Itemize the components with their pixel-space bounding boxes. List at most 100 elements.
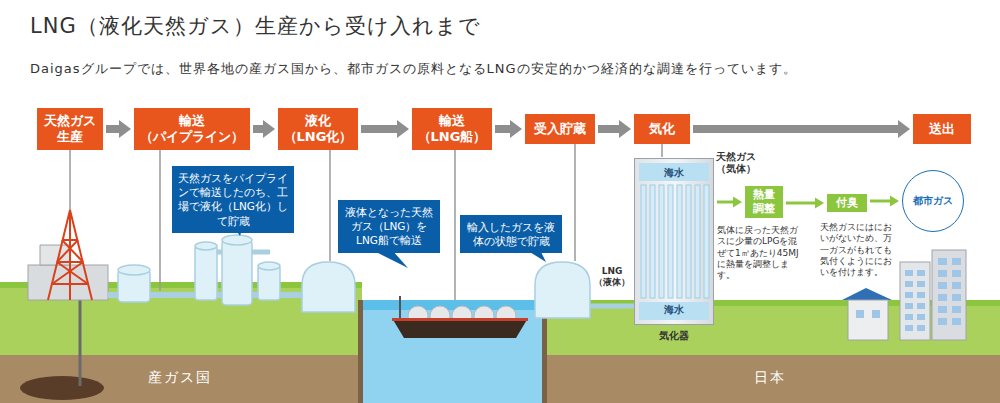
building-window [917,270,925,276]
tank-label: LNG （液体） [592,266,632,289]
lng-tank [258,266,280,300]
connector-line [693,125,898,133]
house [848,300,888,340]
process-step: 天然ガス 生産 [37,108,103,150]
lng-tank [118,265,150,275]
leader-line [329,150,331,261]
leader-line [574,144,576,261]
process-step: 受入貯蔵 [525,114,595,144]
building-window [905,281,913,287]
region-label: 日本 [740,369,800,387]
connector-line [253,125,263,133]
gas-tower [57,240,78,262]
vaporizer: 海水海水 [634,158,714,325]
connector-arrow [733,197,742,208]
connector-arrow [898,120,910,138]
building-window [952,306,961,313]
ground [543,300,1000,306]
gas-tower [57,261,83,263]
vaporizer-label: 気化器 [644,330,704,343]
vaporizer-panels [686,185,691,298]
ground [543,300,1000,355]
building-window [905,292,913,298]
callout-box: 輸入したガスを液体の状態で貯蔵 [460,215,562,253]
connector-arrow [693,120,910,138]
connector-arrow [510,120,522,138]
building-window [905,303,913,309]
house [872,310,880,318]
process-step: 送出 [913,114,971,144]
caption: Daigasグループでは、世界各地の産ガス国から、都市ガスの原料となるLNGの安… [30,60,797,78]
building-window [917,314,925,320]
city-gas-circle: 都市ガス [902,170,964,232]
vaporizer-panels [695,185,700,298]
connector-arrow [253,120,275,138]
connector-line [361,125,397,133]
lng-tank [535,262,590,318]
leader-line [454,150,456,300]
lng-tank [258,262,280,270]
connector-line [717,201,733,204]
node-text: 海水 [635,303,713,317]
connector-arrow [598,120,631,138]
building-window [952,282,961,289]
note-text: 天然ガスにはにおいがないため、万一ガスがもれても気付くようににおいを付けます。 [820,222,900,278]
connector-arrow [263,120,275,138]
connector-arrow [815,198,824,209]
connector-line [598,125,619,133]
connector-arrow [397,120,409,138]
building-window [938,282,947,289]
house [856,310,864,318]
connector-arrow [890,196,899,207]
process-step: 輸送 （パイプライン） [134,108,250,150]
building-window [952,294,961,301]
node-text: 天然ガス 生産 [42,113,98,146]
gas-state-label: 天然ガス （気体） [716,151,766,175]
heat-adjust-box: 熱量 調整 [745,186,783,218]
gas-tower [62,240,83,262]
building-window [938,270,947,277]
connector-arrow [119,120,131,138]
building-window [917,281,925,287]
vaporizer-panels [635,159,713,324]
lng-tank [195,242,217,250]
node-text: 輸送 （パイプライン） [139,113,245,146]
sea-water [362,300,543,403]
vaporizer-panels [668,185,673,298]
pipe [590,304,634,309]
vaporizer-panels [659,185,664,298]
gas-tower [52,283,88,285]
node-text: 輸入したガスを液体の状態で貯蔵 [465,220,557,248]
region-label: 産ガス国 [130,369,230,387]
node-text: 送出 [929,121,955,137]
lng-tank [222,240,252,305]
sea-water [362,300,543,310]
ground [543,355,1000,403]
node-text: 輸送 （LNG船） [417,113,487,146]
house [900,262,930,340]
node-text: 付臭 [836,196,858,210]
callout-box: 液体となった天然ガス（LNG）をLNG船で輸送 [338,200,440,253]
gas-well [20,300,104,400]
building-window [917,303,925,309]
node-text: 海水 [635,166,713,180]
node-text: 液体となった天然ガス（LNG）をLNG船で輸送 [343,205,435,248]
gas-tower [57,262,88,284]
sea-water [358,300,363,403]
building-window [938,258,947,265]
node-text: 都市ガス [913,194,953,208]
building-window [952,318,961,325]
building-window [938,306,947,313]
lng-ship [399,296,401,318]
connector-arrow [786,198,824,209]
sea-water [358,300,547,403]
lng-ship [392,318,528,321]
connector-line [786,202,815,205]
node-text: 天然ガスをパイプラインで輸送したのち、工場で液化（LNG化）して貯蔵 [177,171,289,228]
building-window [905,314,913,320]
vaporizer-panels [641,185,646,298]
note-text: 気体に戻った天然ガスに少量のLPGを混ぜて1㎥あたり45MJに熱量を調整します。 [717,225,805,281]
connector-arrow [870,196,899,207]
connector-arrow [106,120,131,138]
gas-well [79,300,82,386]
